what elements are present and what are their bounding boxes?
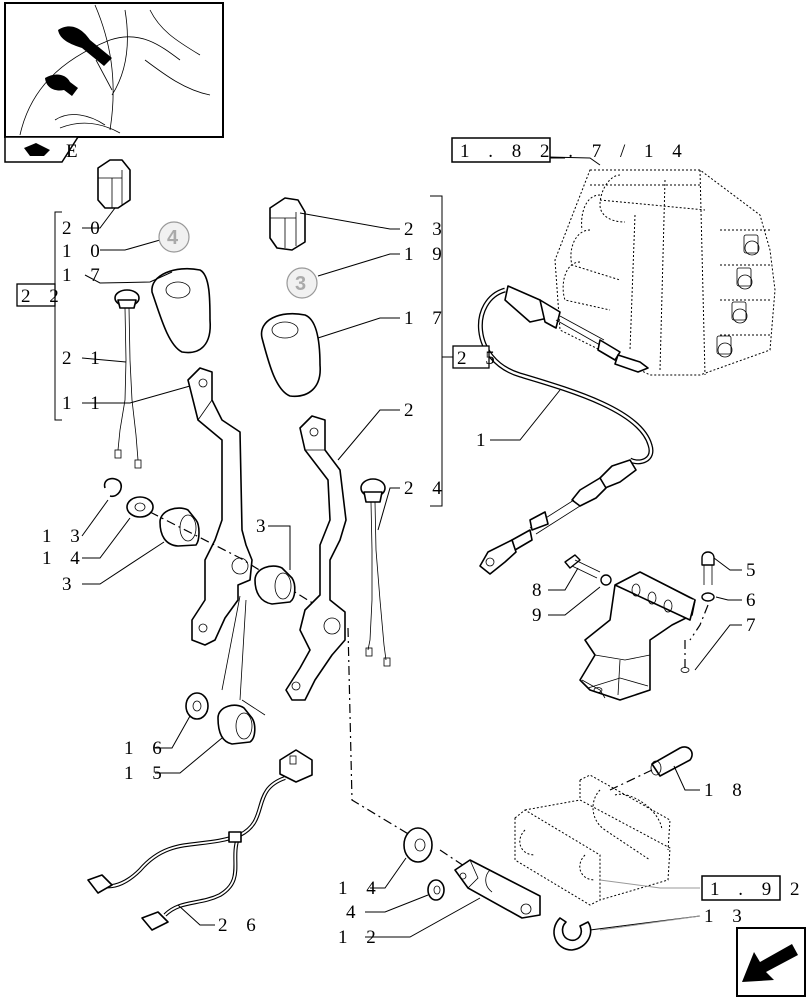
label-7: 7 xyxy=(746,615,763,636)
label-8: 8 xyxy=(532,580,549,601)
label-22: 2 2 xyxy=(21,286,66,307)
callout-box-22 xyxy=(16,283,56,307)
center-knob xyxy=(260,313,321,397)
label-3a: 3 xyxy=(62,574,79,595)
reference-top-text: 1 . 8 2 . 7 / 1 4 xyxy=(460,141,689,162)
center-push-button-harness xyxy=(360,478,391,667)
reference-top[interactable]: 1 . 8 2 . 7 / 1 4 xyxy=(451,137,689,163)
label-14a: 1 4 xyxy=(42,548,87,569)
left-lever xyxy=(187,367,253,646)
label-4: 4 xyxy=(346,902,363,923)
leader-lines xyxy=(81,156,742,938)
left-circlip xyxy=(103,477,123,498)
label-16: 1 6 xyxy=(124,738,169,759)
label-24: 2 4 xyxy=(404,478,449,499)
center-bushing xyxy=(254,565,296,605)
reference-bottom-text: 1 . 9 2 . 8 xyxy=(710,879,812,900)
bolt-18 xyxy=(609,746,693,791)
label-23: 2 3 xyxy=(404,219,449,240)
pin-12 xyxy=(454,859,541,919)
nut-4 xyxy=(427,879,445,901)
label-5: 5 xyxy=(746,560,763,581)
label-10: 1 0 xyxy=(62,241,107,262)
brace-22 xyxy=(40,211,62,421)
svg-text:3: 3 xyxy=(295,273,306,295)
label-19: 1 9 xyxy=(404,244,449,265)
label-11: 1 1 xyxy=(62,393,107,414)
left-switch-cover xyxy=(97,159,131,209)
label-1: 1 xyxy=(476,430,493,451)
lower-bushing xyxy=(217,704,256,745)
pin-bracket-dotted xyxy=(514,774,671,906)
label-3b: 3 xyxy=(256,516,273,537)
mounting-bracket xyxy=(564,551,715,701)
label-25: 2 5 xyxy=(457,348,502,369)
label-13a: 1 3 xyxy=(42,526,87,547)
badge-4: 4 xyxy=(158,221,190,253)
control-cable xyxy=(477,285,654,575)
clip-13 xyxy=(553,917,592,951)
wire-harness-26 xyxy=(87,749,313,931)
lower-washer xyxy=(185,692,209,720)
left-axis-line xyxy=(149,511,341,621)
label-12: 1 2 xyxy=(338,927,383,948)
lower-washer-14 xyxy=(403,827,433,863)
svg-text:4: 4 xyxy=(167,227,179,249)
part-labels: 2 0 1 0 1 7 2 2 2 1 1 1 1 3 1 4 3 3 1 6 … xyxy=(21,218,763,948)
callout-box-25 xyxy=(452,345,490,369)
brace-25 xyxy=(430,195,455,507)
label-21: 2 1 xyxy=(62,348,107,369)
label-17a: 1 7 xyxy=(62,265,107,286)
label-14b: 1 4 xyxy=(338,878,383,899)
label-2: 2 xyxy=(404,400,421,421)
label-9: 9 xyxy=(532,605,549,626)
label-26: 2 6 xyxy=(218,915,263,936)
pin-axis-line xyxy=(347,627,471,871)
label-15: 1 5 xyxy=(124,763,169,784)
left-knob xyxy=(151,268,211,354)
label-20: 2 0 xyxy=(62,218,107,239)
label-13b: 1 3 xyxy=(704,906,749,927)
badge-3: 3 xyxy=(286,267,318,299)
lever-link-lines xyxy=(221,595,266,716)
label-6: 6 xyxy=(746,590,763,611)
left-washer xyxy=(126,496,154,518)
thumbnail-tab: E xyxy=(4,136,80,163)
reference-bottom[interactable]: 1 . 9 2 . 8 xyxy=(701,875,812,901)
label-18: 1 8 xyxy=(704,780,749,801)
location-thumbnail xyxy=(4,2,224,138)
thumbnail-code: E xyxy=(66,141,78,162)
control-valve-block xyxy=(554,169,776,376)
label-17b: 1 7 xyxy=(404,308,449,329)
center-lever xyxy=(285,415,347,701)
center-switch-cover xyxy=(269,197,306,251)
navigation-arrow-icon[interactable] xyxy=(736,927,806,997)
left-push-button-harness xyxy=(114,289,142,469)
